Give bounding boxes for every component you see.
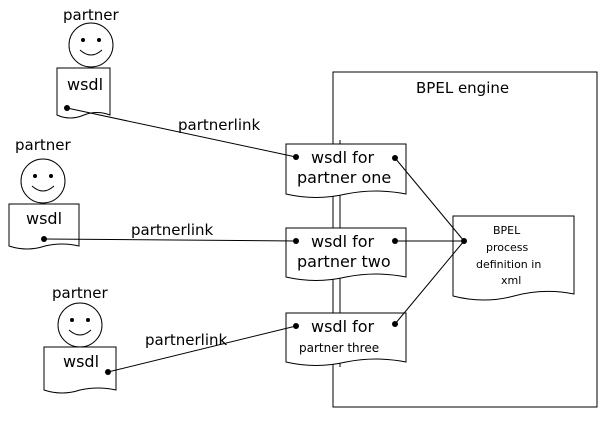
partnerlink-two-line bbox=[43, 238, 297, 242]
partner-two-label: partner bbox=[15, 136, 71, 154]
smiley-face-icon bbox=[57, 302, 103, 348]
process-line-3: definition in bbox=[476, 258, 541, 271]
partner-two-wsdl-doc bbox=[8, 203, 80, 250]
bpel-process-doc: BPEL process definition in xml bbox=[452, 215, 575, 301]
process-line-1: BPEL bbox=[493, 224, 521, 237]
partner-three-wsdl-label: wsdl bbox=[63, 352, 99, 371]
engine-wsdl-three: wsdl for partner three bbox=[285, 312, 407, 366]
process-link-one bbox=[394, 157, 465, 242]
engine-wsdl-three-line2: partner three bbox=[299, 341, 379, 355]
partner-one-wsdl-label: wsdl bbox=[67, 75, 103, 94]
partnerlink-three-line bbox=[107, 325, 297, 373]
partnerlink-one-label: partnerlink bbox=[178, 116, 261, 134]
partnerlink-three-label: partnerlink bbox=[145, 331, 228, 349]
process-line-4: xml bbox=[501, 274, 521, 287]
engine-wsdl-three-line1: wsdl for bbox=[311, 317, 375, 336]
partnerlink-one-line bbox=[66, 107, 297, 158]
partner-one-wsdl-doc bbox=[56, 67, 111, 119]
smiley-face-icon bbox=[20, 158, 66, 204]
partnerlink-two-label: partnerlink bbox=[131, 221, 214, 239]
partner-one-label: partner bbox=[63, 6, 119, 24]
bpel-engine-title: BPEL engine bbox=[416, 79, 509, 97]
engine-wsdl-one-line2: partner one bbox=[297, 168, 391, 187]
partner-three-label: partner bbox=[52, 284, 108, 302]
smiley-face-icon bbox=[68, 22, 114, 68]
engine-wsdl-one-line1: wsdl for bbox=[311, 148, 375, 167]
partner-three-wsdl-doc bbox=[43, 346, 117, 394]
partner-one-group: partner wsdl bbox=[56, 6, 119, 119]
partner-three-group: partner wsdl bbox=[43, 284, 117, 394]
engine-wsdl-one: wsdl for partner one bbox=[285, 143, 407, 198]
process-line-2: process bbox=[486, 241, 529, 254]
engine-wsdl-two-line1: wsdl for bbox=[311, 232, 375, 251]
engine-wsdl-two: wsdl for partner two bbox=[285, 227, 407, 281]
process-link-three bbox=[394, 240, 465, 325]
partner-two-wsdl-label: wsdl bbox=[26, 209, 62, 228]
partner-two-group: partner wsdl bbox=[8, 136, 80, 250]
engine-wsdl-two-line2: partner two bbox=[297, 252, 391, 271]
